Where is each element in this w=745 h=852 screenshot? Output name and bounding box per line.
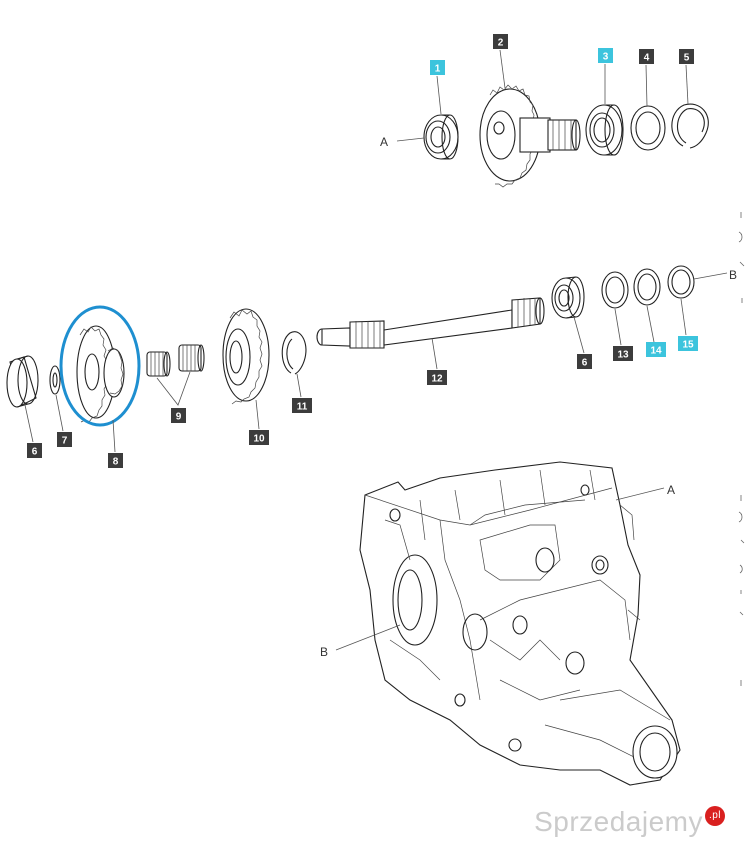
callout-1: 1 — [430, 60, 445, 75]
svg-text:2: 2 — [498, 38, 504, 49]
part-4-ring — [630, 105, 666, 151]
callout-8: 8 — [108, 453, 123, 468]
letter-a-top: A — [380, 135, 388, 149]
watermark-text: Sprzedajemy — [534, 806, 703, 837]
letter-a-housing: A — [667, 483, 675, 497]
letter-b-mid: B — [729, 268, 737, 282]
part-6-right-bearing — [551, 276, 585, 319]
svg-text:6: 6 — [32, 447, 38, 458]
part-7-washer — [49, 365, 61, 395]
part-8-cluster-gear — [76, 325, 125, 423]
svg-text:5: 5 — [684, 53, 690, 64]
svg-text:14: 14 — [650, 346, 662, 357]
part-11-snap-ring — [281, 331, 307, 375]
cropped-edge-marks — [738, 212, 745, 686]
callout-13: 13 — [613, 346, 633, 361]
callout-10: 10 — [249, 430, 269, 445]
part-3-bearing — [585, 104, 624, 156]
callout-4: 4 — [639, 49, 654, 64]
callout-6-right: 6 — [577, 354, 592, 369]
svg-text:8: 8 — [113, 457, 119, 468]
callout-11: 11 — [292, 398, 312, 413]
part-9-needle-bearings — [146, 344, 205, 377]
callout-14: 14 — [646, 342, 666, 357]
watermark: Sprzedajemy.pl — [534, 806, 725, 838]
svg-text:13: 13 — [617, 350, 629, 361]
part-10-gear — [222, 308, 270, 405]
part-12-main-shaft — [316, 297, 545, 349]
callout-6-left: 6 — [27, 443, 42, 458]
svg-text:4: 4 — [644, 53, 650, 64]
part-13-ring — [601, 271, 629, 309]
part-15-ring — [667, 265, 695, 299]
svg-text:9: 9 — [176, 412, 182, 423]
svg-text:7: 7 — [62, 436, 68, 447]
svg-text:11: 11 — [297, 402, 308, 413]
svg-text:12: 12 — [431, 374, 443, 385]
part-5-snap-ring — [671, 103, 709, 149]
svg-text:15: 15 — [682, 340, 694, 351]
svg-text:1: 1 — [435, 64, 441, 75]
part-1-bearing — [423, 114, 459, 160]
callout-7: 7 — [57, 432, 72, 447]
svg-text:6: 6 — [582, 358, 588, 369]
callout-12: 12 — [427, 370, 447, 385]
callout-15: 15 — [678, 336, 698, 351]
gearbox-housing — [359, 461, 681, 786]
callout-9: 9 — [171, 408, 186, 423]
svg-text:3: 3 — [603, 52, 609, 63]
callout-2: 2 — [493, 34, 508, 49]
callout-5: 5 — [679, 49, 694, 64]
highlight-ring — [59, 305, 141, 427]
svg-text:10: 10 — [253, 434, 265, 445]
part-14-ring — [633, 268, 661, 306]
part-2-gear-shaft — [479, 84, 581, 188]
watermark-badge: .pl — [705, 806, 725, 826]
part-6-left-bearing — [6, 355, 39, 408]
callout-3: 3 — [598, 48, 613, 63]
letter-b-housing: B — [320, 645, 328, 659]
